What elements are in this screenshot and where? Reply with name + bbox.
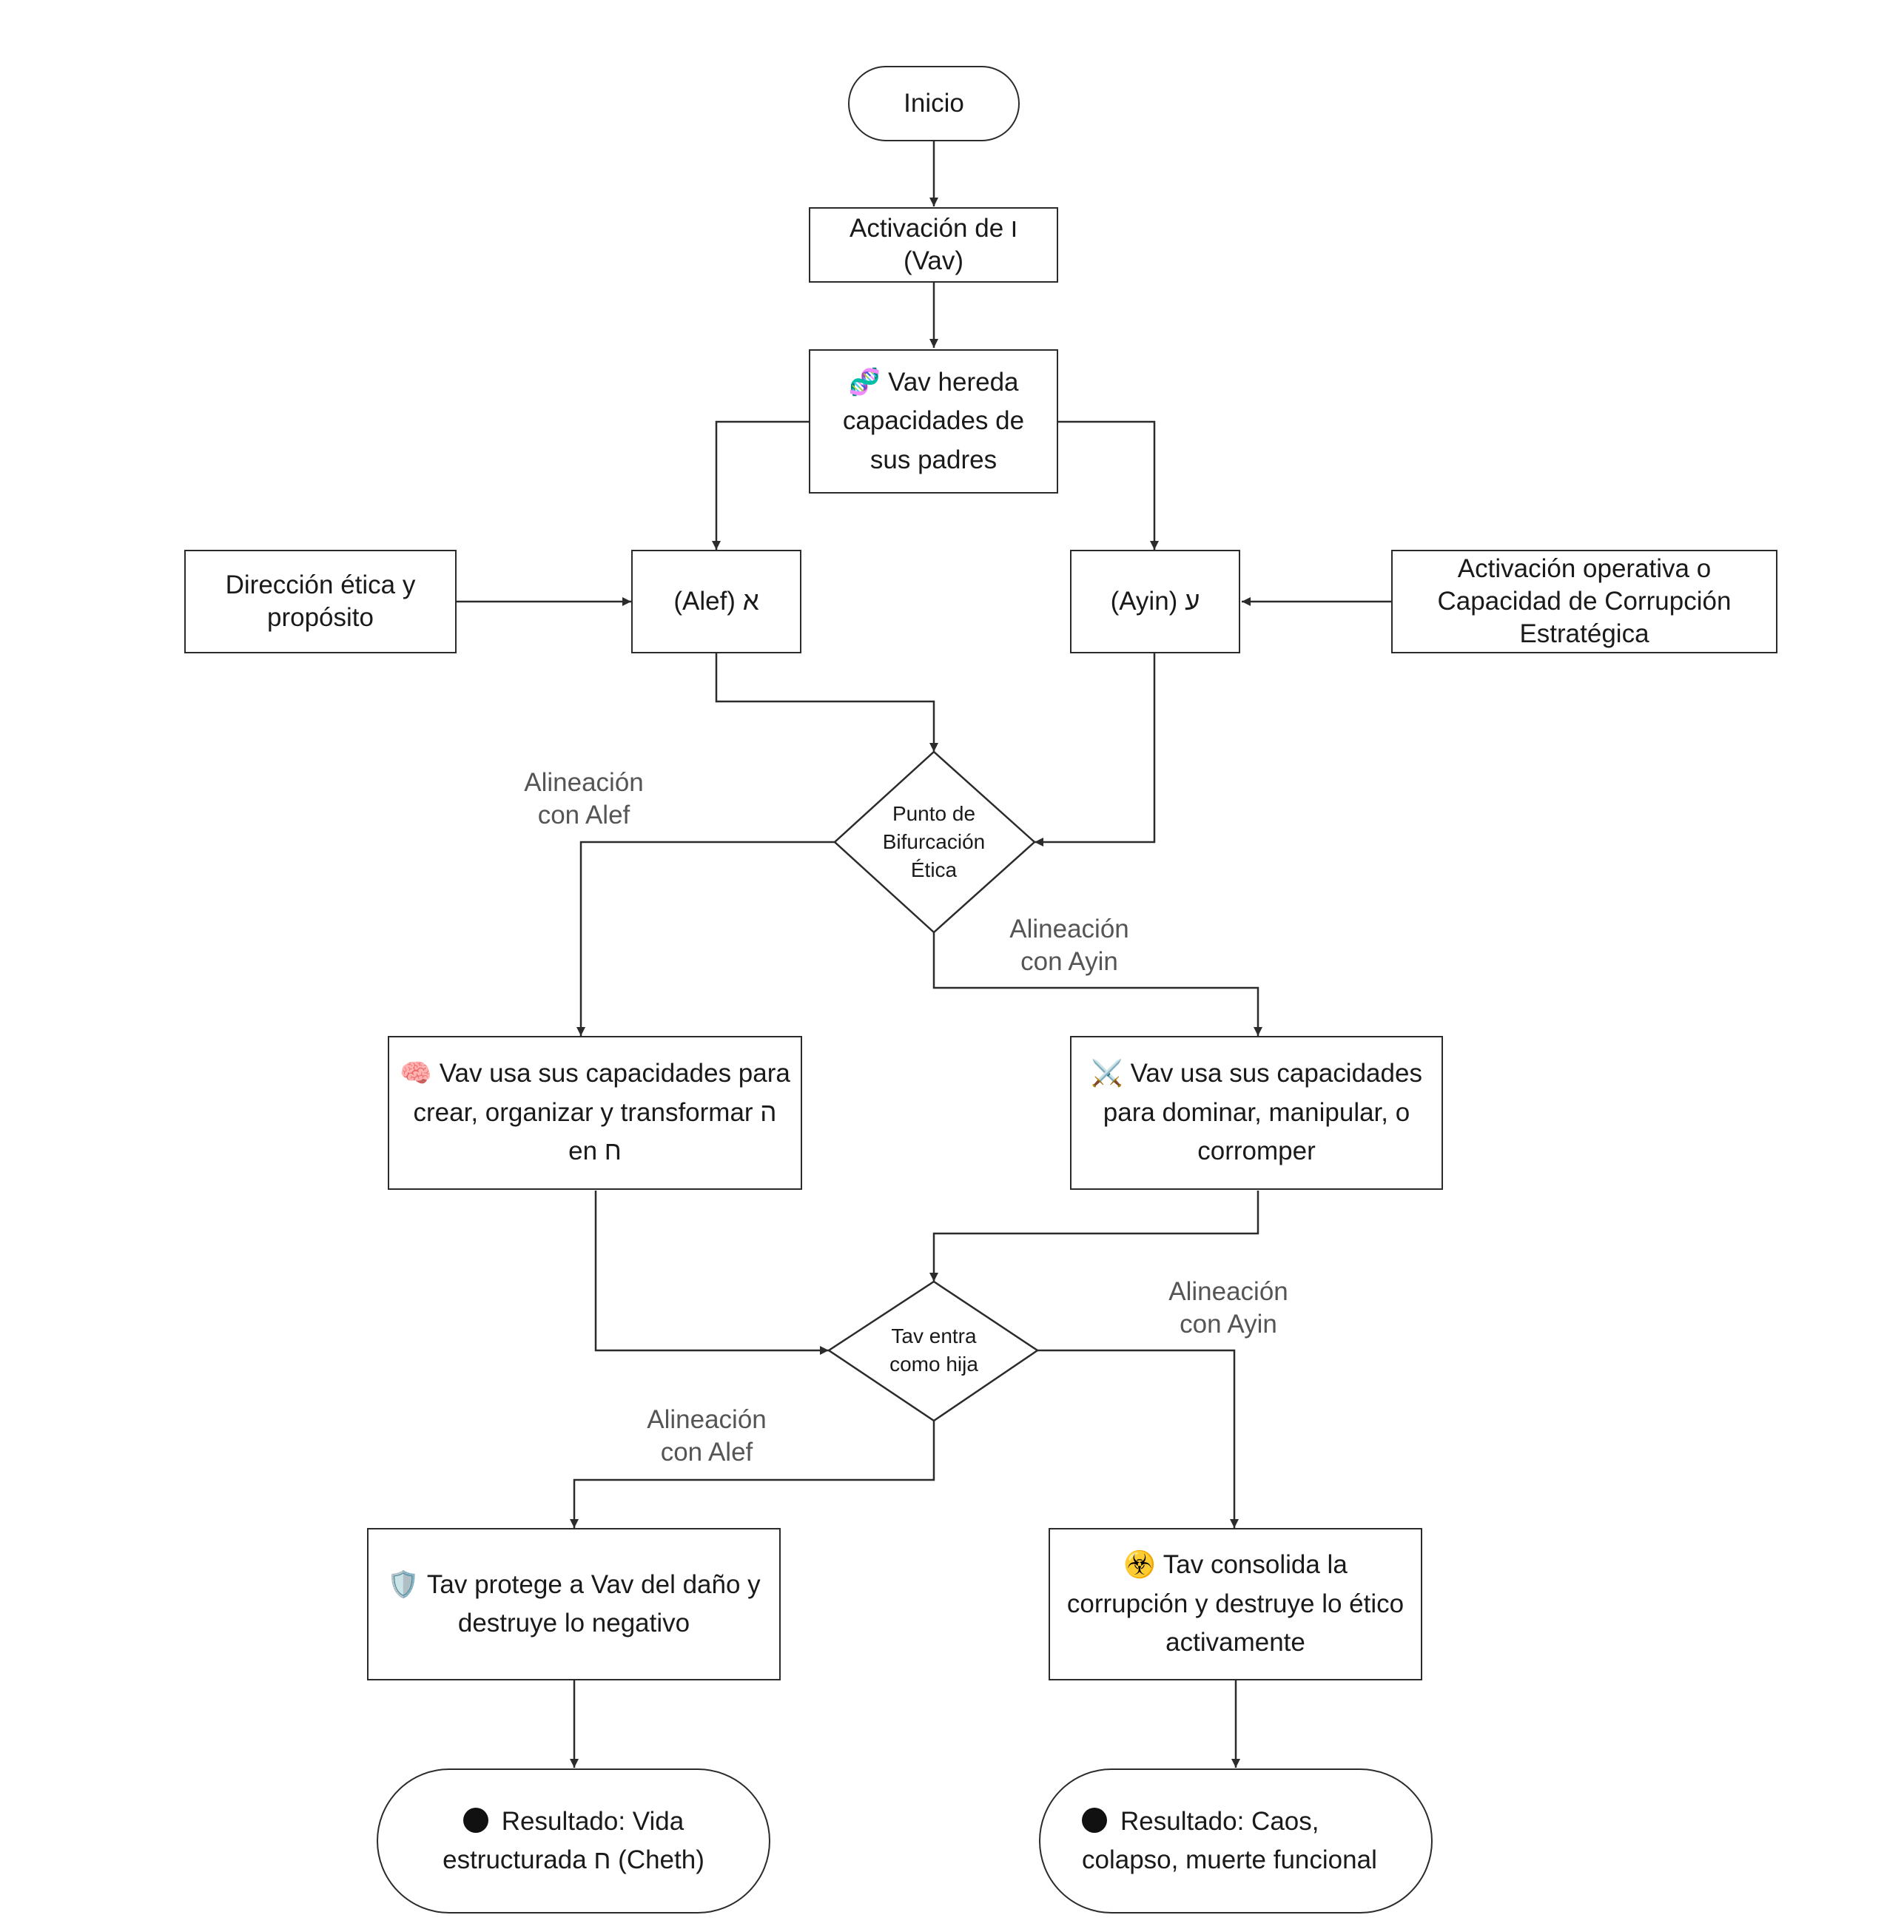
decision-bifurcacion-shape <box>833 750 1036 934</box>
decision-bifurcacion: Punto de Bifurcación Ética <box>858 792 1009 892</box>
biohazard-icon: ☣️ <box>1123 1550 1156 1580</box>
process-vav-hereda: 🧬Vav hereda capacidades de sus padres <box>809 349 1058 494</box>
black-circle-icon <box>462 1807 488 1833</box>
edge-label-alineacion-ayin-1: Alineación con Ayin <box>1009 915 1129 976</box>
predefined-activacion-operativa: Activación operativa o Capacidad de Corr… <box>1391 550 1777 653</box>
black-circle-icon <box>1082 1807 1107 1833</box>
edge-label-alineacion-ayin-2: Alineación con Ayin <box>1168 1277 1288 1339</box>
edge-ayin-bifurcacion <box>1035 653 1156 846</box>
process-activacion-vav: Activación de ו (Vav) <box>809 207 1058 283</box>
edge-hereda-ayin <box>1058 420 1159 550</box>
edge-alef-bifurcacion <box>715 653 938 752</box>
process-vav-crear: 🧠Vav usa sus capacidades para crear, org… <box>388 1036 802 1190</box>
shield-icon: 🛡️ <box>387 1569 420 1599</box>
bifurcacion-label: Punto de Bifurcación Ética <box>882 802 986 881</box>
end-resultado-vida: Resultado: Vida estructurada ח (Cheth) <box>377 1768 770 1914</box>
edge-label-alineacion-alef-1: Alineación con Alef <box>524 768 644 829</box>
process-vav-dominar: ⚔️Vav usa sus capacidades para dominar, … <box>1070 1036 1443 1190</box>
decision-tav-shape <box>827 1280 1040 1422</box>
resultado-vida-label: Resultado: Vida estructurada ח (Cheth) <box>443 1806 704 1875</box>
edge-hereda-alef <box>712 420 810 550</box>
start-node: Inicio <box>848 66 1020 141</box>
tav-entra-label: Tav entra como hija <box>889 1325 978 1376</box>
edge-label-alineacion-alef-2: Alineación con Alef <box>647 1405 767 1467</box>
activacion-vav-label: Activación de ו (Vav) <box>850 214 1017 275</box>
tav-protege-label: Tav protege a Vav del daño y destruye lo… <box>426 1569 761 1638</box>
direccion-etica-label: Dirección ética y propósito <box>225 570 416 632</box>
edge-dominar-tav <box>929 1191 1259 1282</box>
process-ayin: (Ayin) ע <box>1070 550 1240 653</box>
ayin-label: (Ayin) ע <box>1110 586 1200 616</box>
edge-bifurcacion-dominar <box>932 932 1262 1036</box>
edge-tav-consolida <box>1037 1349 1239 1528</box>
tav-consolida-label: Tav consolida la corrupción y destruye l… <box>1066 1550 1405 1657</box>
vav-hereda-label: Vav hereda capacidades de sus padres <box>842 367 1025 474</box>
predefined-direccion-etica: Dirección ética y propósito <box>184 550 457 653</box>
alef-label: (Alef) א <box>673 586 759 616</box>
vav-dominar-label: Vav usa sus capacidades para dominar, ma… <box>1103 1059 1422 1166</box>
edge-bifurcacion-crear <box>576 841 835 1036</box>
activacion-operativa-label: Activación operativa o Capacidad de Corr… <box>1437 554 1732 648</box>
process-tav-consolida: ☣️Tav consolida la corrupción y destruye… <box>1049 1528 1422 1680</box>
resultado-caos-label: Resultado: Caos, colapso, muerte funcion… <box>1082 1806 1377 1875</box>
vav-crear-label: Vav usa sus capacidades para crear, orga… <box>413 1059 790 1166</box>
start-label: Inicio <box>904 88 964 118</box>
process-alef: (Alef) א <box>631 550 801 653</box>
dna-icon: 🧬 <box>848 367 881 397</box>
edge-tav-protege <box>570 1421 935 1528</box>
end-resultado-caos: Resultado: Caos, colapso, muerte funcion… <box>1039 1768 1433 1914</box>
decision-tav-entra: Tav entra como hija <box>866 1313 1002 1387</box>
process-tav-protege: 🛡️Tav protege a Vav del daño y destruye … <box>367 1528 781 1680</box>
crossed-swords-icon: ⚔️ <box>1091 1059 1123 1088</box>
edge-crear-tav <box>594 1191 829 1355</box>
brain-icon: 🧠 <box>400 1059 432 1088</box>
